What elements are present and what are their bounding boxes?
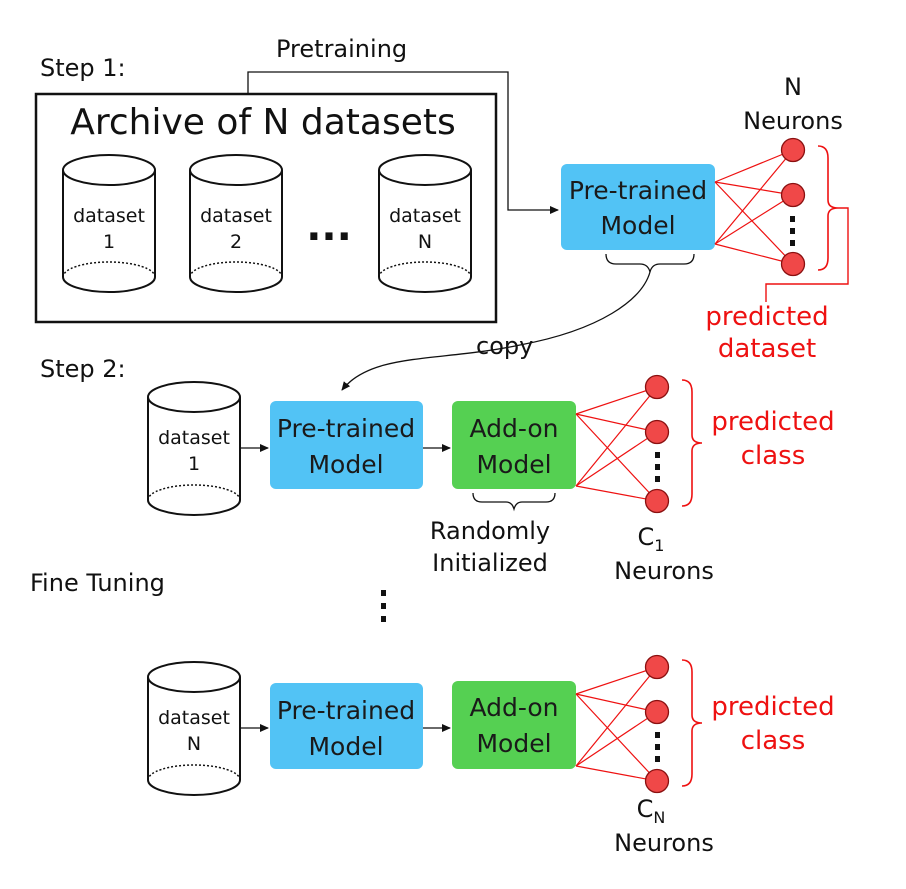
step2-dataset: dataset 1 bbox=[147, 381, 241, 516]
cn-neurons-line1: CN bbox=[637, 795, 666, 827]
neuron bbox=[644, 419, 670, 445]
c-symbol: C bbox=[638, 523, 655, 551]
archive-box bbox=[34, 92, 498, 324]
pretrained-model-box-step2 bbox=[270, 401, 423, 489]
dataset-name: dataset bbox=[158, 427, 230, 449]
archive-ellipsis: ... bbox=[306, 204, 352, 250]
neuron bbox=[644, 699, 670, 725]
step1-label: Step 1: bbox=[40, 54, 126, 82]
dataset-index: N bbox=[187, 733, 201, 755]
neuron-ellipsis bbox=[790, 216, 795, 246]
vertical-ellipsis bbox=[381, 590, 386, 622]
dataset-index: 2 bbox=[230, 231, 242, 253]
model-brace bbox=[605, 253, 695, 273]
pretrained-model-line1: Pre-trained bbox=[569, 176, 707, 205]
predicted-class-brace bbox=[681, 379, 703, 507]
pretraining-label: Pretraining bbox=[276, 35, 407, 63]
pretrained-model-line2: Model bbox=[308, 450, 383, 479]
dataset-index: N bbox=[418, 231, 432, 253]
copy-label: copy bbox=[476, 332, 533, 360]
predicted-class-line2: class bbox=[741, 726, 806, 756]
predicted-dataset-line1: predicted bbox=[705, 302, 828, 332]
c1-neurons-line2: Neurons bbox=[614, 557, 714, 585]
dataset-name: dataset bbox=[200, 205, 272, 227]
predicted-dataset-line2: dataset bbox=[718, 334, 816, 364]
neuron bbox=[644, 488, 670, 514]
step2-label: Step 2: bbox=[40, 355, 126, 383]
predicted-dataset-brace bbox=[817, 145, 839, 271]
pretraining-arrow bbox=[247, 71, 559, 214]
pretrained-model-line2: Model bbox=[308, 732, 383, 761]
predicted-class-line1: predicted bbox=[711, 407, 834, 437]
stepn-connections bbox=[575, 666, 658, 782]
neuron-ellipsis bbox=[655, 732, 660, 762]
stepn-dataset: dataset N bbox=[147, 661, 241, 796]
addon-model-line2: Model bbox=[476, 729, 551, 758]
c-subscript: 1 bbox=[654, 536, 664, 555]
neuron bbox=[780, 182, 806, 208]
pretrained-model-line1: Pre-trained bbox=[277, 696, 415, 725]
random-init-line1: Randomly bbox=[430, 517, 550, 545]
c-symbol: C bbox=[637, 795, 654, 823]
dataset-index: 1 bbox=[188, 453, 200, 475]
archive-dataset-2: dataset 2 bbox=[189, 154, 283, 293]
fine-tuning-label: Fine Tuning bbox=[30, 569, 165, 597]
pretrained-model-line1: Pre-trained bbox=[277, 414, 415, 443]
addon-model-line1: Add-on bbox=[469, 693, 558, 722]
archive-title: Archive of N datasets bbox=[70, 102, 456, 143]
n-neurons-line1: N bbox=[784, 73, 802, 101]
archive-dataset-1: dataset 1 bbox=[62, 154, 156, 293]
addon-model-line2: Model bbox=[476, 450, 551, 479]
pretrained-model-line2: Model bbox=[600, 211, 675, 240]
addon-model-line1: Add-on bbox=[469, 414, 558, 443]
neuron bbox=[644, 374, 670, 400]
n-neurons-line2: Neurons bbox=[743, 107, 843, 135]
random-init-line2: Initialized bbox=[432, 549, 548, 577]
archive-dataset-n: dataset N bbox=[378, 154, 472, 293]
neuron bbox=[644, 654, 670, 680]
predicted-dataset-connector bbox=[765, 207, 849, 302]
addon-model-box-stepn bbox=[452, 681, 576, 769]
neuron bbox=[780, 251, 806, 277]
cn-neurons-line2: Neurons bbox=[614, 829, 714, 857]
dataset-name: dataset bbox=[158, 707, 230, 729]
predicted-class-brace bbox=[681, 659, 703, 787]
dataset-name: dataset bbox=[73, 205, 145, 227]
c-subscript: N bbox=[653, 808, 665, 827]
neuron bbox=[644, 768, 670, 794]
addon-model-box-step2 bbox=[452, 401, 576, 489]
dataset-name: dataset bbox=[389, 205, 461, 227]
step2-connections bbox=[575, 386, 658, 502]
pretrained-model-box-stepn bbox=[270, 683, 423, 769]
pretrained-model-box-step1 bbox=[561, 164, 715, 250]
dataset-index: 1 bbox=[103, 231, 115, 253]
copy-arrow bbox=[341, 271, 651, 391]
addon-brace bbox=[472, 492, 556, 512]
predicted-class-line2: class bbox=[741, 441, 806, 471]
neuron bbox=[780, 137, 806, 163]
predicted-class-line1: predicted bbox=[711, 692, 834, 722]
c1-neurons-line1: C1 bbox=[638, 523, 665, 555]
neuron-ellipsis bbox=[655, 452, 660, 482]
step1-connections bbox=[714, 149, 794, 265]
